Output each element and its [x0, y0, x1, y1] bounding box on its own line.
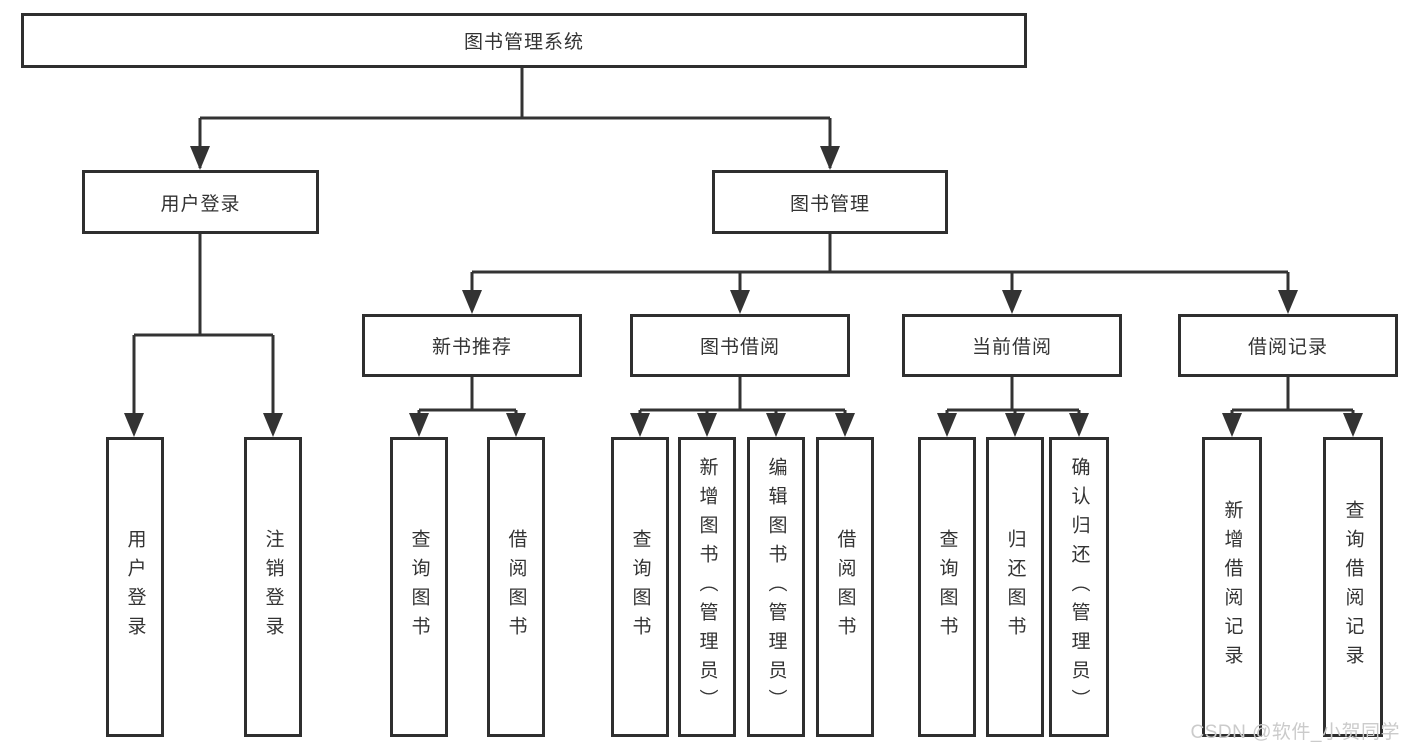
node-new-book-recommend-label: 新书推荐 [431, 337, 512, 358]
node-current-borrowing: 当前借阅 [902, 314, 1122, 377]
edges-book-borrow-group [630, 377, 855, 437]
node-book-borrowing-label: 图书借阅 [699, 337, 780, 358]
node-book-management: 图书管理 [712, 170, 948, 234]
leaf-records-add-record: 新增借阅记录 [1202, 437, 1262, 737]
edges-user-login-group [124, 234, 283, 437]
leaf-records-query-record-label: 查询借阅记录 [1342, 500, 1364, 674]
leaf-borrow-edit-books-admin: 编辑图书（管理员） [747, 437, 805, 737]
leaf-user-login-label: 用户登录 [124, 529, 146, 645]
leaf-borrow-borrow-books-label: 借阅图书 [834, 529, 856, 645]
node-root-label: 图书管理系统 [463, 32, 584, 53]
leaf-newbook-query-books-label: 查询图书 [408, 529, 430, 645]
edges-new-book-group [409, 377, 526, 437]
leaf-borrow-query-books-label: 查询图书 [629, 529, 651, 645]
leaf-borrow-borrow-books: 借阅图书 [816, 437, 874, 737]
edges-records-group [1222, 377, 1363, 437]
leaf-borrow-add-books-admin-label: 新增图书（管理员） [696, 456, 718, 718]
leaf-records-query-record: 查询借阅记录 [1323, 437, 1383, 737]
leaf-newbook-borrow-books-label: 借阅图书 [505, 529, 527, 645]
leaf-current-confirm-return-admin-label: 确认归还（管理员） [1068, 456, 1090, 718]
leaf-newbook-query-books: 查询图书 [390, 437, 448, 737]
node-borrowing-records-label: 借阅记录 [1247, 337, 1328, 358]
csdn-watermark: CSDN @软件_小贺同学 [1190, 722, 1400, 743]
leaf-current-return-books: 归还图书 [986, 437, 1044, 737]
leaf-current-confirm-return-admin: 确认归还（管理员） [1049, 437, 1109, 737]
node-current-borrowing-label: 当前借阅 [971, 337, 1052, 358]
leaf-records-add-record-label: 新增借阅记录 [1221, 500, 1243, 674]
node-user-login-label: 用户登录 [160, 193, 241, 215]
edges-book-mgmt-to-level3 [462, 234, 1298, 314]
leaf-current-query-books-label: 查询图书 [936, 529, 958, 645]
edges-current-borrow-group [937, 377, 1089, 437]
node-book-borrowing: 图书借阅 [630, 314, 850, 377]
leaf-current-query-books: 查询图书 [918, 437, 976, 737]
leaf-borrow-add-books-admin: 新增图书（管理员） [678, 437, 736, 737]
leaf-newbook-borrow-books: 借阅图书 [487, 437, 545, 737]
node-root: 图书管理系统 [21, 13, 1027, 68]
leaf-current-return-books-label: 归还图书 [1004, 529, 1026, 645]
node-borrowing-records: 借阅记录 [1178, 314, 1398, 377]
leaf-borrow-edit-books-admin-label: 编辑图书（管理员） [765, 456, 787, 718]
leaf-borrow-query-books: 查询图书 [611, 437, 669, 737]
edges-root-to-level2 [190, 68, 840, 170]
leaf-logout-label: 注销登录 [262, 529, 284, 645]
node-book-management-label: 图书管理 [789, 193, 870, 215]
node-user-login: 用户登录 [82, 170, 319, 234]
node-new-book-recommend: 新书推荐 [362, 314, 582, 377]
leaf-logout: 注销登录 [244, 437, 302, 737]
leaf-user-login: 用户登录 [106, 437, 164, 737]
